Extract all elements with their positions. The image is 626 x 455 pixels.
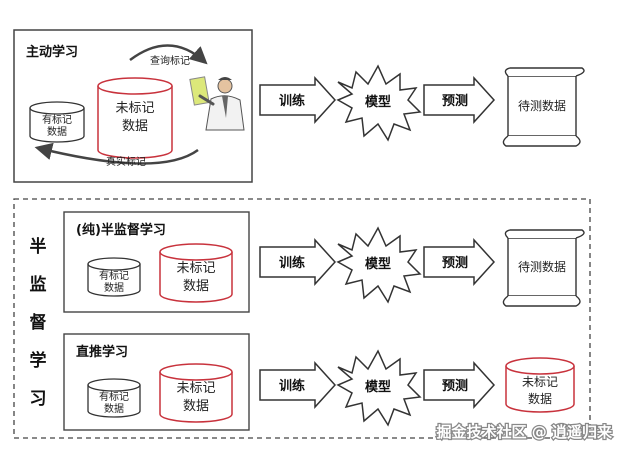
svg-text:有标记: 有标记	[99, 269, 129, 282]
model-starburst	[336, 349, 422, 427]
unlabeled-data-text: 数据	[122, 119, 148, 134]
query-arrow	[129, 44, 208, 65]
transductive-pipeline: 训练 模型 预测 未标记 数据	[259, 349, 575, 427]
predict-label: 预测	[442, 255, 468, 271]
test-data-scroll: 待测数据	[502, 229, 585, 307]
labeled-data-cylinder: 有标记 数据	[87, 378, 141, 418]
svg-text:未标记: 未标记	[176, 381, 215, 396]
svg-text:未标记: 未标记	[522, 375, 558, 389]
svg-text:半: 半	[30, 236, 47, 257]
semi-supervised-vertical-title: 半 监 督 学 习	[30, 236, 47, 409]
model-starburst	[336, 64, 422, 142]
true-label: 真实标记	[106, 155, 146, 168]
pure-semi-supervised-panel: (纯)半监督学习 有标记 数据 未标记 数据	[63, 211, 250, 313]
model-label: 模型	[365, 256, 391, 272]
unlabeled-data-text: 未标记	[115, 101, 154, 116]
unlabeled-data-cylinder: 未标记 数据	[159, 363, 233, 423]
svg-text:数据: 数据	[528, 391, 552, 406]
model-label: 模型	[365, 94, 391, 110]
test-data-label: 待测数据	[518, 98, 566, 113]
active-learning-panel: 主动学习 有标记 数据 未标记 数据 查询标记 真实标记	[13, 29, 253, 183]
svg-text:数据: 数据	[104, 281, 124, 294]
train-arrow	[259, 238, 337, 286]
watermark-text: 掘金技术社区 @ 逍遥归来	[437, 423, 613, 441]
svg-text:学: 学	[30, 350, 47, 371]
svg-text:有标记: 有标记	[99, 390, 129, 403]
labeled-data-cylinder: 有标记 数据	[87, 257, 141, 297]
svg-text:习: 习	[30, 389, 47, 409]
train-label: 训练	[279, 378, 305, 394]
svg-text:监: 监	[30, 274, 47, 295]
labeled-data-text: 数据	[47, 125, 67, 138]
expert-person-icon	[189, 76, 245, 131]
predict-arrow	[423, 238, 496, 286]
labeled-data-cylinder: 有标记 数据	[29, 101, 85, 143]
pure-semi-supervised-title: (纯)半监督学习	[76, 222, 166, 238]
svg-text:数据: 数据	[183, 279, 209, 294]
active-learning-title: 主动学习	[26, 44, 78, 60]
train-arrow	[259, 76, 337, 124]
model-starburst	[336, 226, 422, 304]
unlabeled-data-cylinder: 未标记 数据	[97, 77, 173, 159]
predict-arrow	[423, 76, 496, 124]
transductive-panel: 直推学习 有标记 数据 未标记 数据	[63, 333, 250, 431]
unlabeled-data-cylinder: 未标记 数据	[159, 243, 233, 303]
svg-text:数据: 数据	[183, 399, 209, 414]
svg-text:数据: 数据	[104, 402, 124, 415]
train-label: 训练	[279, 255, 305, 271]
semi-supervised-group	[13, 198, 591, 439]
test-data-scroll: 待测数据	[502, 67, 585, 147]
predict-label: 预测	[442, 378, 468, 394]
train-arrow	[259, 361, 337, 409]
query-label: 查询标记	[150, 54, 190, 67]
predict-label: 预测	[442, 93, 468, 109]
active-learning-pipeline: 训练 模型 预测 待测数据	[259, 64, 585, 147]
predict-arrow	[423, 361, 496, 409]
labeled-data-text: 有标记	[42, 113, 72, 126]
true-label-arrow	[34, 142, 199, 165]
svg-text:督: 督	[30, 312, 47, 333]
svg-text:未标记: 未标记	[176, 261, 215, 276]
train-label: 训练	[279, 93, 305, 109]
pure-semi-supervised-pipeline: 训练 模型 预测 待测数据	[259, 226, 585, 307]
model-label: 模型	[365, 379, 391, 395]
test-data-label: 待测数据	[518, 259, 566, 274]
test-unlabeled-data-cylinder: 未标记 数据	[505, 357, 575, 413]
transductive-title: 直推学习	[76, 344, 128, 360]
